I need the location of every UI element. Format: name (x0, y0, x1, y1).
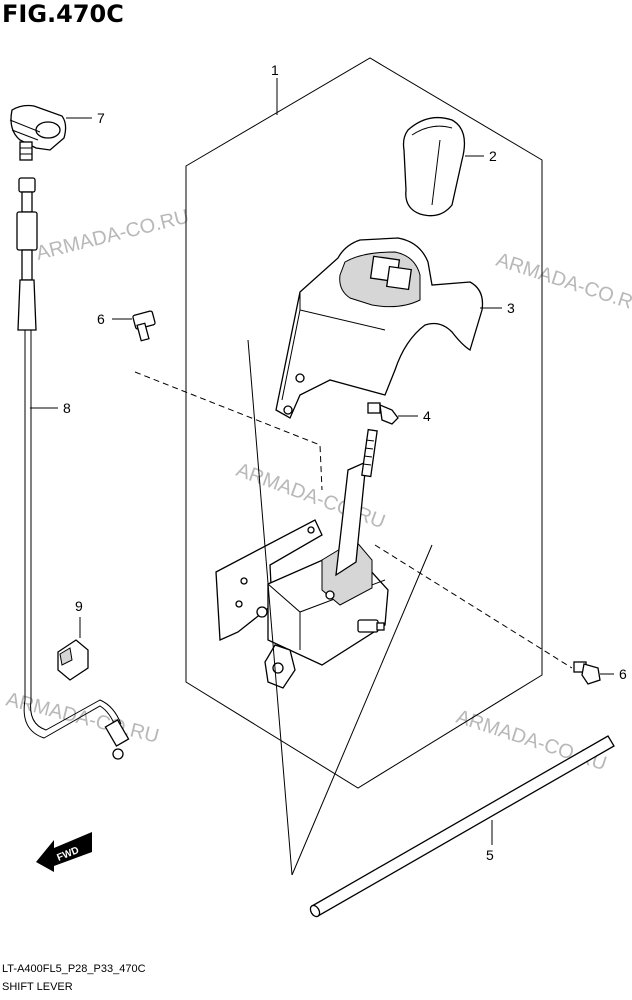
cable-clip (57, 639, 89, 681)
callout-7: 7 (97, 110, 105, 126)
bolt-6-left (132, 310, 156, 342)
ref-line-right (374, 544, 573, 669)
model-code: LT-A400FL5_P28_P33_470C (2, 963, 146, 975)
callout-5: 5 (486, 847, 494, 863)
callout-6-left: 6 (97, 311, 105, 327)
ref-line-rod-left (247, 339, 293, 876)
ref-line-rod-right (291, 544, 433, 876)
callout-1: 1 (271, 62, 279, 78)
callout-9: 9 (75, 598, 83, 614)
bolt-6-right (573, 661, 601, 685)
lever-bracket-assembly (215, 428, 389, 689)
callout-4: 4 (423, 408, 431, 424)
bolt-4 (367, 402, 399, 425)
figure-caption: SHIFT LEVER (2, 981, 73, 993)
watermark-5: ARMADA-CO.RU (4, 689, 161, 748)
shift-rod (309, 735, 615, 918)
callout-8: 8 (63, 400, 71, 416)
shift-knob (402, 116, 466, 217)
lever-cover (275, 237, 484, 419)
shift-cable (16, 177, 130, 760)
assembly-outline (185, 57, 543, 789)
callout-6-right: 6 (619, 666, 627, 682)
watermark-4: ARMADA-CO.RU (453, 706, 609, 775)
callout-3: 3 (507, 300, 515, 316)
callout-2: 2 (489, 148, 497, 164)
cable-clamp (9, 104, 67, 161)
figure-title: FIG.470C (2, 0, 124, 28)
watermark-2: ARMADA-CO.RU (34, 206, 191, 265)
fwd-arrow-icon: FWD (36, 832, 92, 872)
